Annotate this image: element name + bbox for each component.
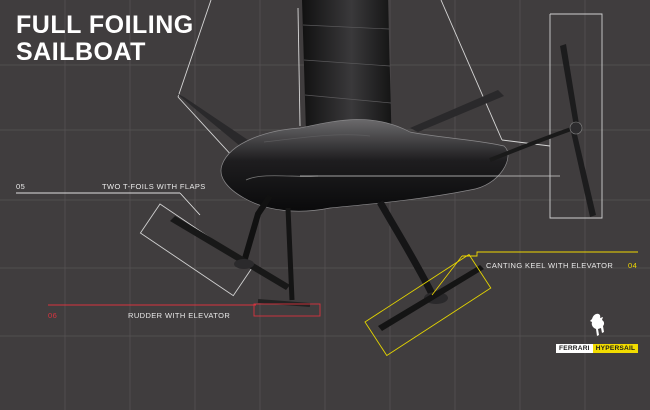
wing-sail — [302, 0, 392, 152]
title-line-2: SAILBOAT — [16, 38, 146, 66]
callout-number: 04 — [628, 261, 638, 270]
title-line-1: FULL FOILING — [16, 11, 194, 39]
page-title: FULL FOILING SAILBOAT — [16, 12, 194, 66]
callout-label: RUDDER WITH ELEVATOR — [128, 311, 231, 320]
brand-label: FERRARI — [556, 344, 593, 353]
ferrari-hypersail-logo: FERRARI HYPERSAIL — [556, 344, 639, 353]
callout-label: CANTING KEEL WITH ELEVATOR — [486, 261, 614, 270]
backstay-frame — [549, 13, 603, 219]
leader-04 — [462, 251, 638, 257]
prancing-horse-icon — [590, 313, 605, 336]
rudder — [285, 207, 295, 301]
callout-label: TWO T-FOILS WITH FLAPS — [102, 182, 206, 191]
starboard-foil-arm — [410, 90, 504, 132]
canting-keel — [376, 200, 436, 296]
callout-number: 06 — [48, 311, 58, 320]
rear-foil — [560, 44, 596, 217]
callout-number: 05 — [16, 182, 26, 191]
port-foil-arm — [176, 93, 248, 146]
hull — [220, 119, 509, 212]
product-label: HYPERSAIL — [592, 344, 639, 353]
